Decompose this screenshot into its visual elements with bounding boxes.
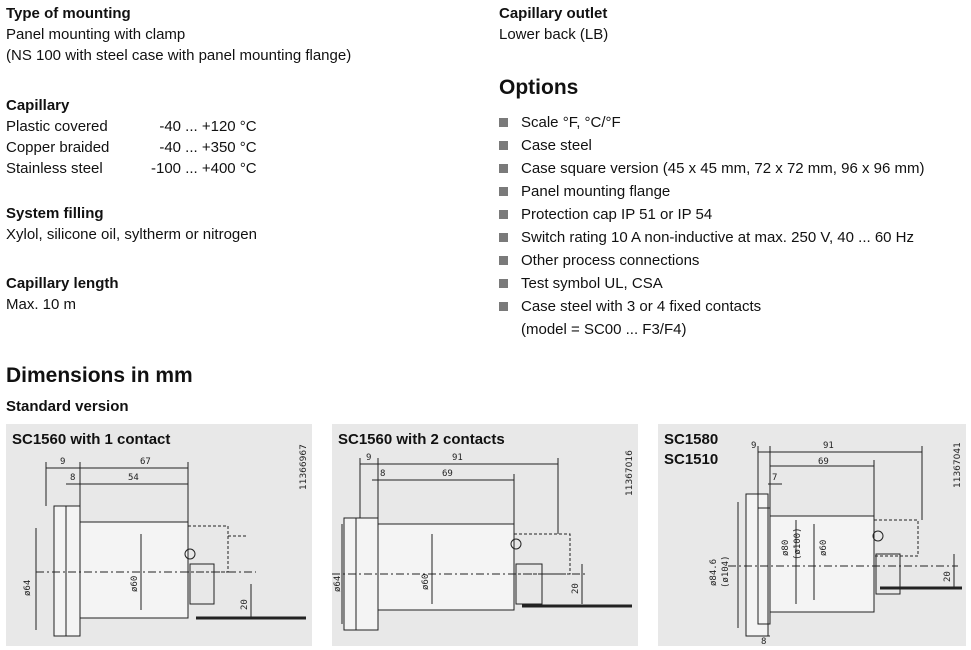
square-bullet-icon: [499, 187, 508, 196]
drawing-panel-1: 9 67 8 54 ø64 ø60 20 11366967 SC1560 wit…: [6, 424, 312, 646]
dim-label-a: 9: [751, 441, 756, 451]
dim-label-outer-diameter: ø84.6: [709, 559, 719, 586]
dim-label-a: 9: [60, 457, 65, 467]
list-item: Scale °F, °C/°F: [499, 111, 969, 134]
dim-label-b: 91: [823, 441, 834, 451]
outlet-section: Capillary outlet Lower back (LB): [499, 4, 608, 45]
dim-label-height: 20: [571, 583, 581, 594]
dim-label-c: 7: [772, 473, 777, 483]
options-list: Scale °F, °C/°F Case steel Case square v…: [499, 111, 969, 341]
drawing-panel-2: 9 91 8 69 ø64 ø60 20 11367016 SC1560 wit…: [332, 424, 638, 646]
square-bullet-icon: [499, 141, 508, 150]
outlet-heading: Capillary outlet: [499, 5, 608, 22]
list-item: Case steel with 3 or 4 fixed contacts (m…: [499, 295, 969, 341]
drawing-code: 11367016: [625, 450, 635, 496]
list-item: Panel mounting flange: [499, 180, 969, 203]
drawing-code: 11367041: [953, 442, 963, 488]
drawing-title-3a: SC1580: [664, 431, 719, 448]
dim-label-bottom: 8: [761, 637, 766, 646]
length-text: Max. 10 m: [6, 296, 77, 313]
filling-text: Xylol, silicone oil, syltherm or nitroge…: [6, 226, 257, 243]
capillary-row: Copper braided -40 ... +350 °C: [6, 139, 257, 156]
dim-label-a: 9: [366, 453, 371, 463]
list-item: Case steel: [499, 134, 969, 157]
dim-label-c: 8: [70, 473, 75, 483]
capillary-heading: Capillary: [6, 97, 70, 114]
dim-label-height: 20: [240, 599, 250, 610]
dim-label-d: 69: [818, 457, 829, 467]
list-item: Test symbol UL, CSA: [499, 272, 969, 295]
dim-label-outer-diameter-alt: (ø104): [721, 555, 731, 588]
mounting-heading: Type of mounting: [6, 5, 131, 22]
technical-drawing-1: 9 67 8 54 ø64 ø60 20 11366967: [23, 444, 309, 637]
drawing-panel-3: 9 91 7 69 ø84.6 (ø104) ø80 (ø100) ø60 20…: [658, 424, 966, 646]
dim-label-outer-diameter: ø64: [333, 576, 343, 592]
dim-label-height: 20: [943, 571, 953, 582]
square-bullet-icon: [499, 302, 508, 311]
list-item: Other process connections: [499, 249, 969, 272]
filling-section: System filling Xylol, silicone oil, sylt…: [6, 204, 257, 245]
dim-label-inner-diameter: ø60: [130, 576, 140, 592]
dim-label-mid-diameter-alt: (ø100): [793, 527, 803, 560]
dim-label-d: 54: [128, 473, 139, 483]
square-bullet-icon: [499, 118, 508, 127]
list-item: Case square version (45 x 45 mm, 72 x 72…: [499, 157, 969, 180]
drawing-code: 11366967: [299, 444, 309, 490]
length-section: Capillary length Max. 10 m: [6, 274, 119, 315]
drawing-title-1: SC1560 with 1 contact: [12, 431, 171, 448]
square-bullet-icon: [499, 256, 508, 265]
capillary-row: Stainless steel-100 ... +400 °C: [6, 160, 257, 177]
square-bullet-icon: [499, 164, 508, 173]
square-bullet-icon: [499, 233, 508, 242]
dim-label-inner-diameter: ø60: [421, 574, 431, 590]
dim-label-mid-diameter: ø80: [781, 540, 791, 556]
list-item: Protection cap IP 51 or IP 54: [499, 203, 969, 226]
dimensions-title: Dimensions in mm: [6, 364, 193, 387]
length-heading: Capillary length: [6, 275, 119, 292]
technical-drawing-2: 9 91 8 69 ø64 ø60 20 11367016: [332, 450, 635, 631]
dim-label-outer-diameter: ø64: [23, 580, 33, 596]
dim-label-b: 67: [140, 457, 151, 467]
dim-label-d: 69: [442, 469, 453, 479]
filling-heading: System filling: [6, 205, 104, 222]
mounting-line2: (NS 100 with steel case with panel mount…: [6, 47, 352, 64]
options-heading: Options: [499, 76, 579, 99]
mounting-section: Type of mounting Panel mounting with cla…: [6, 4, 351, 66]
capillary-row: Plastic covered -40 ... +120 °C: [6, 118, 257, 135]
square-bullet-icon: [499, 210, 508, 219]
options-section: Options Scale °F, °C/°F Case steel Case …: [499, 66, 969, 341]
mounting-line1: Panel mounting with clamp: [6, 26, 186, 43]
list-item: Switch rating 10 A non-inductive at max.…: [499, 226, 969, 249]
square-bullet-icon: [499, 279, 508, 288]
standard-version-label: Standard version: [6, 398, 129, 415]
drawing-title-3b: SC1510: [664, 451, 719, 468]
dim-label-inner-diameter: ø60: [819, 540, 829, 556]
technical-drawing-3: 9 91 7 69 ø84.6 (ø104) ø80 (ø100) ø60 20…: [709, 441, 963, 646]
outlet-text: Lower back (LB): [499, 26, 609, 43]
drawing-title-2: SC1560 with 2 contacts: [338, 431, 505, 448]
capillary-section: Capillary Plastic covered -40 ... +120 °…: [6, 96, 257, 179]
dim-label-b: 91: [452, 453, 463, 463]
dim-label-c: 8: [380, 469, 385, 479]
